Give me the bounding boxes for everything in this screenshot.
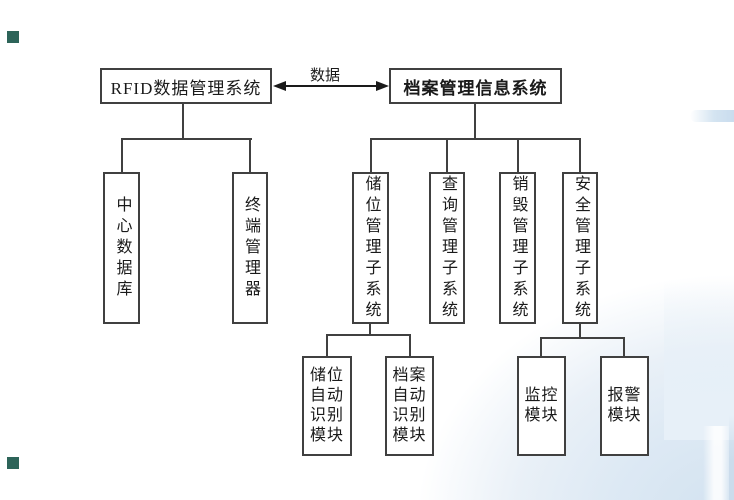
node-security-subsystem: 安全管理子系统 bbox=[562, 172, 598, 324]
node-central-database: 中心数据库 bbox=[103, 172, 140, 324]
node-destroy-subsystem: 销毁管理子系统 bbox=[499, 172, 536, 324]
corner-accent-square-top bbox=[7, 31, 19, 43]
connector-line bbox=[326, 334, 411, 336]
background-gradient-right-edge bbox=[664, 280, 734, 440]
connector-line bbox=[370, 138, 372, 172]
edge-highlight-streak bbox=[690, 110, 734, 122]
connector-line bbox=[326, 334, 328, 356]
node-query-subsystem: 查询管理子系统 bbox=[429, 172, 465, 324]
node-archive-auto-id-module: 档案自动识别模块 bbox=[385, 356, 434, 456]
connector-line bbox=[121, 138, 252, 140]
corner-white-band-decoration bbox=[703, 426, 730, 500]
connector-line bbox=[623, 337, 625, 356]
node-storage-auto-id-module: 储位自动识别模块 bbox=[302, 356, 352, 456]
right-edge-blue-sliver bbox=[729, 415, 734, 500]
connector-line bbox=[121, 138, 123, 172]
data-arrow-line bbox=[283, 85, 379, 87]
connector-line bbox=[446, 138, 448, 172]
node-monitor-module: 监控模块 bbox=[517, 356, 566, 456]
data-arrow-label: 数据 bbox=[309, 68, 340, 84]
connector-line bbox=[579, 324, 581, 339]
node-alarm-module: 报警模块 bbox=[600, 356, 649, 456]
connector-line bbox=[517, 138, 519, 172]
connector-line bbox=[474, 104, 476, 138]
connector-line bbox=[579, 138, 581, 172]
connector-line bbox=[409, 334, 411, 356]
node-archive-system: 档案管理信息系统 bbox=[389, 68, 562, 104]
arrowhead-left-icon bbox=[273, 81, 286, 91]
corner-accent-square-bottom bbox=[7, 457, 19, 469]
connector-line bbox=[249, 138, 251, 172]
node-rfid-system: RFID数据管理系统 bbox=[100, 68, 272, 104]
connector-line bbox=[182, 104, 184, 138]
node-storage-subsystem: 储位管理子系统 bbox=[352, 172, 389, 324]
arrowhead-right-icon bbox=[376, 81, 389, 91]
connector-line bbox=[540, 337, 625, 339]
connector-line bbox=[540, 337, 542, 356]
node-terminal-manager: 终端管理器 bbox=[232, 172, 268, 324]
connector-line bbox=[369, 324, 371, 336]
connector-line bbox=[370, 138, 581, 140]
